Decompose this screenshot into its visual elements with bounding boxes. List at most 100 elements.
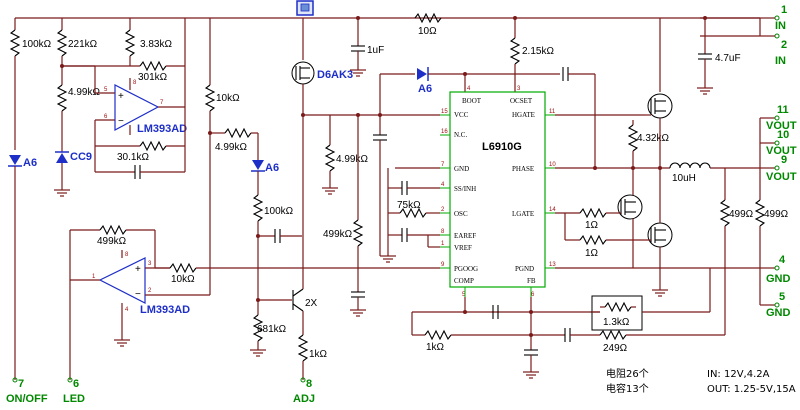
label-cap-1uf: 1uF	[367, 45, 384, 56]
svg-text:−: −	[118, 116, 124, 127]
ic-pnum-earef: 8	[441, 229, 445, 235]
diode-left	[8, 155, 22, 380]
label-r100k-mid: 100kΩ	[264, 206, 294, 217]
label-r1k-bot: 1kΩ	[426, 342, 445, 353]
svg-text:5: 5	[104, 87, 108, 93]
ic-l6910g	[449, 91, 546, 288]
resistor-1k-bot	[424, 329, 531, 341]
resistor-499k-left	[70, 224, 156, 268]
terminal-vout-9[interactable]	[774, 165, 780, 171]
terminal-vout9-num: 9	[781, 154, 787, 166]
terminal-vout9-label: VOUT	[766, 171, 797, 183]
svg-text:8: 8	[133, 80, 137, 86]
label-r4-99k-c: 4.99kΩ	[336, 154, 368, 165]
ic-pnum-fb: 6	[531, 292, 535, 298]
label-r499-b: 499Ω	[764, 209, 789, 220]
label-r681k: 681kΩ	[257, 324, 287, 335]
label-transistor: 2X	[305, 298, 318, 309]
terminal-vout-10[interactable]	[774, 140, 780, 146]
terminal-adj-label: ADJ	[293, 393, 315, 405]
probe-icon[interactable]	[296, 0, 314, 16]
label-r301k: 301kΩ	[138, 72, 168, 83]
label-r499k-left: 499kΩ	[97, 236, 127, 247]
terminal-vout11-label: VOUT	[766, 120, 797, 132]
resistor-499k-center	[350, 115, 366, 317]
vcc-wire	[303, 74, 440, 256]
gnd-left-bus	[380, 255, 396, 263]
label-r75k: 75kΩ	[397, 200, 421, 211]
resistor-681k	[250, 300, 266, 357]
ic-pnum-lgate: 14	[549, 207, 556, 213]
label-r2-15k: 2.15kΩ	[522, 46, 554, 57]
terminal-gnd-5[interactable]	[774, 302, 780, 308]
terminal-in2-num: 2	[781, 39, 787, 51]
terminal-led[interactable]	[67, 377, 73, 383]
resistor-249	[531, 268, 726, 342]
resistor-10-top	[414, 12, 442, 24]
note-input-spec: IN: 12V,4.2A	[707, 369, 770, 380]
svg-text:3: 3	[148, 261, 152, 267]
terminal-gnd5-num: 5	[779, 291, 785, 303]
label-r499k-center: 499kΩ	[323, 229, 353, 240]
label-r10k-led: 10kΩ	[171, 274, 195, 285]
ic-pin-ocset: OCSET	[510, 97, 533, 105]
ic-pnum-ocset: 3	[517, 86, 521, 92]
note-capacitor-count: 电容13个	[606, 382, 649, 395]
terminal-in1-num: 1	[781, 4, 787, 16]
ic-pnum-nc: 16	[441, 129, 448, 135]
terminal-gnd4-label: GND	[766, 273, 791, 285]
label-r1-3k: 1.3kΩ	[603, 317, 630, 328]
note-output-spec: OUT: 1.25-5V,15A	[707, 384, 796, 395]
terminal-in2-label: IN	[775, 55, 786, 67]
ic-pin-pgoog: PGOOG	[454, 265, 478, 273]
label-r499-a: 499Ω	[729, 209, 754, 220]
label-cap-4-7uf: 4.7uF	[715, 53, 741, 64]
inductor-10uh	[669, 162, 760, 169]
resistor-4-32k	[627, 120, 639, 168]
ic-pin-phase: PHASE	[512, 165, 534, 173]
ic-pnum-gnd: 7	[441, 162, 445, 168]
svg-text:−: −	[135, 289, 141, 300]
mosfet-low-b	[647, 168, 673, 297]
comparator-bot: + − 3 2 1 8 4	[69, 230, 210, 380]
ic-pin-gnd: GND	[454, 165, 469, 173]
ic-pin-osc: OSC	[454, 210, 468, 218]
mosfet-low-a	[617, 168, 643, 268]
svg-text:+: +	[118, 91, 124, 102]
label-r10k-mid: 10kΩ	[216, 93, 240, 104]
label-diode-top: A6	[418, 83, 432, 95]
resistor-499-b	[754, 168, 766, 268]
terminal-adj-num: 8	[306, 378, 312, 390]
ic-pin-pgnd: PGND	[515, 265, 534, 273]
label-r3-83k: 3.83kΩ	[140, 39, 172, 50]
resistor-499-a	[719, 168, 731, 268]
cap-ss	[388, 181, 440, 195]
ic-pnum-hgate: 11	[549, 109, 556, 115]
label-r1-a: 1Ω	[585, 220, 599, 231]
resistor-30-1k	[95, 107, 186, 172]
mosfet-high	[645, 18, 673, 168]
ic-pin-comp: COMP	[454, 277, 474, 285]
resistor-2-15k	[509, 16, 521, 92]
cap-earef	[388, 228, 440, 248]
resistor-221k	[56, 18, 68, 85]
ic-pnum-comp: 5	[462, 292, 466, 298]
label-r1k-adj: 1kΩ	[309, 349, 328, 360]
gnd-bus	[759, 267, 775, 306]
label-r4-32k: 4.32kΩ	[637, 133, 669, 144]
terminal-vout11-num: 11	[777, 104, 789, 116]
label-r30-1k: 30.1kΩ	[117, 152, 149, 163]
label-comp-bot: LM393AD	[140, 304, 190, 316]
label-r1-b: 1Ω	[585, 248, 599, 259]
terminal-in1-label: IN	[775, 20, 786, 32]
ic-pin-fb: FB	[527, 277, 536, 285]
label-mosfet: D6AK3	[317, 69, 353, 81]
terminal-adj[interactable]	[300, 377, 306, 383]
terminal-in-2[interactable]	[774, 33, 780, 39]
mosfet-d6ak3	[291, 18, 315, 280]
terminal-onoff[interactable]	[12, 377, 18, 383]
terminal-gnd-4[interactable]	[774, 265, 780, 271]
terminal-vout-11[interactable]	[774, 115, 780, 121]
svg-text:4: 4	[125, 307, 129, 313]
